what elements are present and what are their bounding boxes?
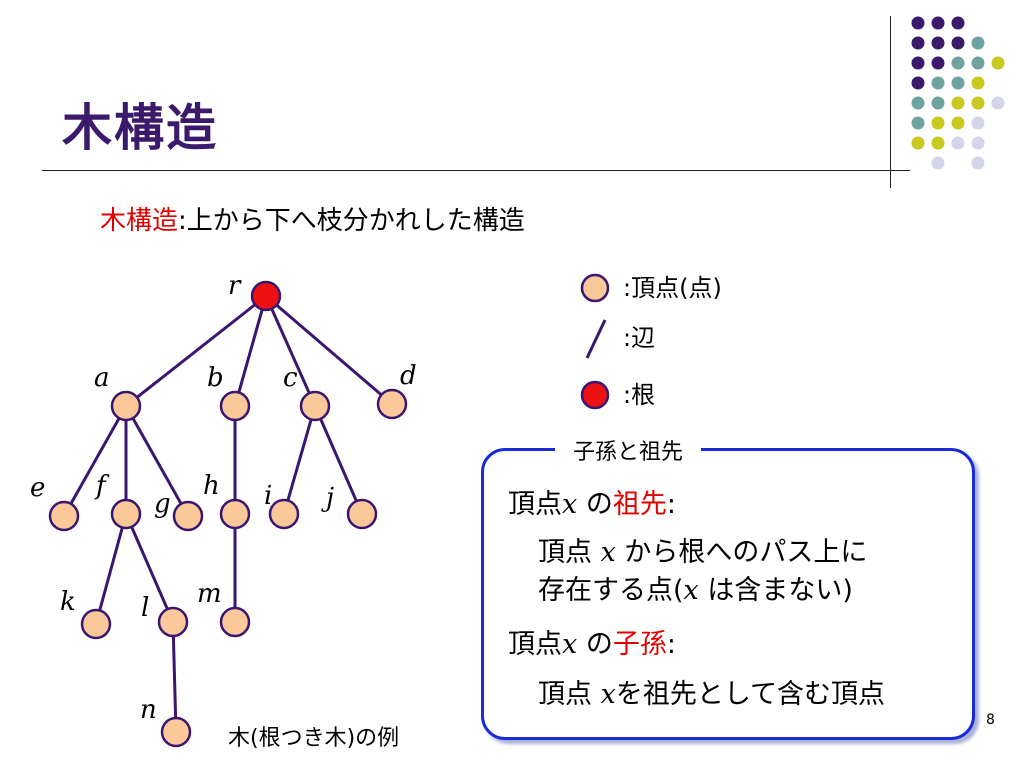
tree-node-label-b: b [207,363,224,393]
tree-edge-r-d [265,294,393,406]
tree-node-l [157,606,189,638]
tree-node-label-a: a [94,363,110,393]
tree-node-m [219,606,251,638]
tree-root-node-r [250,280,282,312]
legend-root-icon [580,380,610,410]
descendant-term: 子孫 [612,629,667,660]
ancestor-definition-line-1: 頂点 x から根へのパス上に [538,537,868,568]
tree-edges [62,294,393,733]
tree-node-label-c: c [283,363,298,393]
tree-node-label-k: k [60,587,76,617]
legend-edge-label: :辺 [623,324,655,352]
ancestor-definition-line-2: 存在する点(x は含まない) [538,575,853,606]
tree-node-label-i: i [264,481,272,511]
legend-vertex-label: :頂点(点) [623,274,722,302]
definition-text: :上から下へ枝分かれした構造 [178,206,525,236]
dot-row-4 [911,76,985,90]
slide-title: 木構造 [62,99,218,157]
dot-row-2 [911,36,985,50]
dot-row-3 [911,56,1005,70]
ancestor-heading: 頂点x の祖先: [508,489,676,520]
tree-edge-l-n [171,621,178,733]
dot-row-8 [931,156,985,170]
tree-edge-c-i [282,405,317,515]
box-title: 子孫と祖先 [555,434,702,466]
tree-node-label-m: m [197,579,222,609]
tree-node-j [346,498,378,530]
tree-node-b [219,390,251,422]
tree-diagram: r a b c d e f g h i j k l m n [30,271,417,748]
page-number: 8 [986,712,995,728]
tree-node-c [299,390,331,422]
tree-labels: r a b c d e f g h i j k l m n [30,271,417,725]
tree-node-label-f: f [94,471,110,501]
tree-node-label-h: h [203,471,220,501]
ancestor-descendant-box [481,448,975,740]
tree-nodes [48,280,408,748]
tree-edge-r-c [264,295,317,407]
tree-node-label-j: j [321,483,334,513]
tree-node-label-n: n [140,695,157,725]
tree-node-i [268,498,300,530]
tree-edge-a-e [62,405,128,517]
dot-row-7 [911,136,985,150]
vertical-divider [890,16,891,188]
tree-node-k [80,608,112,640]
ancestor-term: 祖先 [612,489,667,520]
definition-term: 木構造 [100,206,179,236]
tree-node-g [172,500,204,532]
tree-node-f [110,498,142,530]
tree-edge-c-j [313,405,364,515]
dot-row-5 [911,96,1005,110]
tree-node-label-e: e [30,473,45,503]
dot-row-6 [911,116,985,130]
tree-node-label-g: g [154,489,171,519]
decorative-dot-grid [911,16,1005,170]
tree-node-a [110,390,142,422]
legend: :頂点(点) :辺 :根 [580,273,722,410]
tree-edge-a-g [124,405,190,517]
tree-edge-f-k [94,513,128,625]
tree-definition: 木構造:上から下へ枝分かれした構造 [100,200,525,237]
descendant-heading: 頂点x の子孫: [508,629,676,660]
tree-edge-f-l [124,513,175,623]
descendant-definition: 頂点 xを祖先として含む頂点 [538,679,886,710]
legend-edge-icon [585,319,607,359]
legend-root-label: :根 [623,381,655,409]
tree-node-d [376,388,408,420]
tree-node-label-r: r [228,271,242,301]
title-divider [42,170,910,171]
tree-node-h [219,498,251,530]
legend-vertex-icon [580,273,610,303]
tree-caption: 木(根つき木)の例 [228,726,400,751]
tree-node-e [48,500,80,532]
tree-edge-r-a [125,294,267,408]
tree-node-label-d: d [400,361,417,391]
tree-edge-r-b [233,295,268,407]
dot-row-1 [911,16,965,30]
tree-node-n [160,716,192,748]
tree-node-label-l: l [141,593,149,623]
